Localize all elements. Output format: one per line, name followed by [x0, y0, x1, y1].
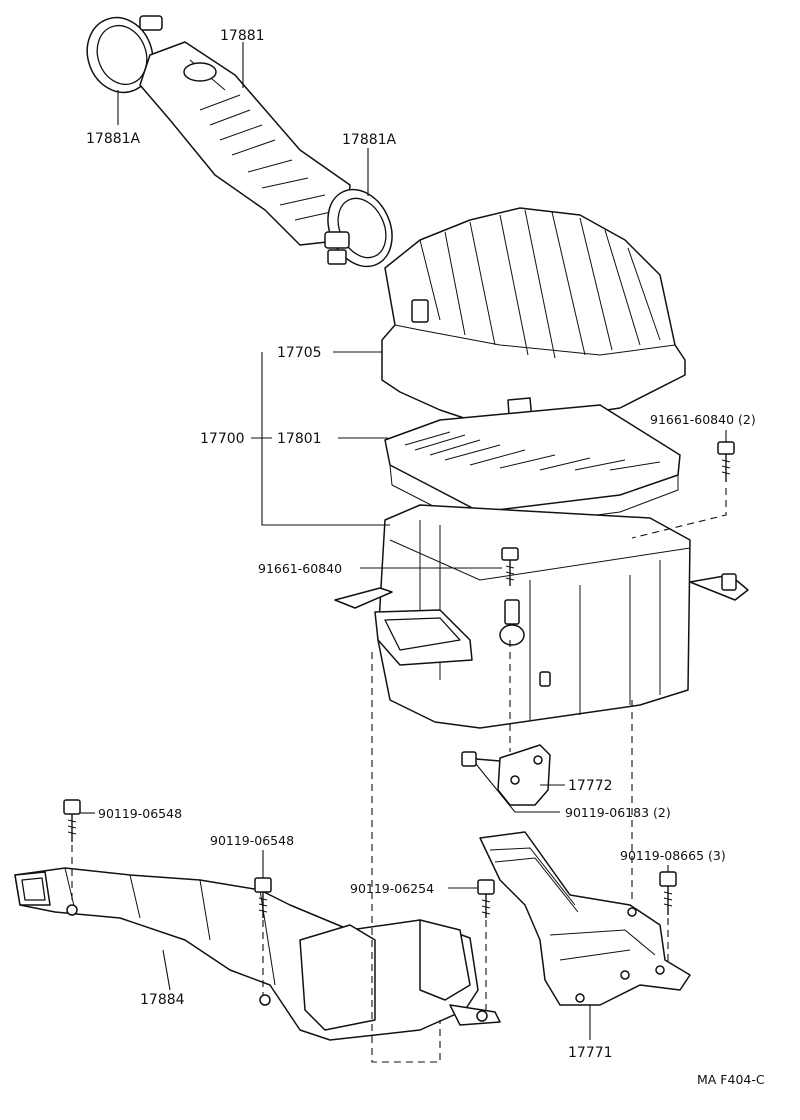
label-duct: 17884	[140, 992, 185, 1008]
label-hose: 17881	[220, 28, 265, 44]
bolt-duct-left	[63, 799, 81, 842]
leader-bracket-assembly	[261, 352, 390, 526]
bolt-bracket-big	[659, 871, 677, 915]
bolt-duct-mid	[254, 877, 272, 918]
dash-bolt-right	[631, 488, 727, 539]
clamp-upper	[86, 15, 163, 94]
intake-duct	[14, 867, 501, 1041]
label-bolt-duct-left: 90119-06548	[98, 806, 182, 821]
label-clamp-lower: 17881A	[342, 132, 397, 148]
bolt-center	[501, 547, 519, 586]
label-assembly: 17700	[200, 431, 245, 447]
leader-duct	[162, 949, 171, 991]
label-bolt-center: 91661-60840	[258, 561, 342, 576]
label-bolt-bracket-big: 90119-08665 (3)	[620, 848, 726, 863]
leader-bolt-bracket	[475, 763, 560, 813]
bolt-right	[717, 441, 735, 482]
label-cap: 17705	[277, 345, 322, 361]
label-bolt-duct-mid: 90119-06548	[210, 833, 294, 848]
intake-hose	[139, 41, 351, 246]
label-bracket-small: 17772	[568, 778, 613, 794]
label-bracket-big: 17771	[568, 1045, 613, 1061]
dash-case-to-duct	[371, 652, 441, 1063]
label-element: 17801	[277, 431, 322, 447]
label-clamp-upper: 17881A	[86, 131, 141, 147]
reference-code: MA F404-C	[697, 1072, 765, 1087]
air-cleaner-case	[334, 504, 749, 729]
small-bracket	[497, 744, 551, 806]
label-bolt-right: 91661-60840 (2)	[650, 412, 756, 427]
big-bracket	[479, 831, 691, 1006]
label-bolt-bracket: 90119-06183 (2)	[565, 805, 671, 820]
clamp-lower	[324, 188, 393, 268]
label-bolt-duct-right: 90119-06254	[350, 881, 434, 896]
filter-element	[384, 404, 681, 531]
bolt-duct-right	[477, 879, 495, 918]
bolt-bracket-small	[461, 751, 501, 767]
